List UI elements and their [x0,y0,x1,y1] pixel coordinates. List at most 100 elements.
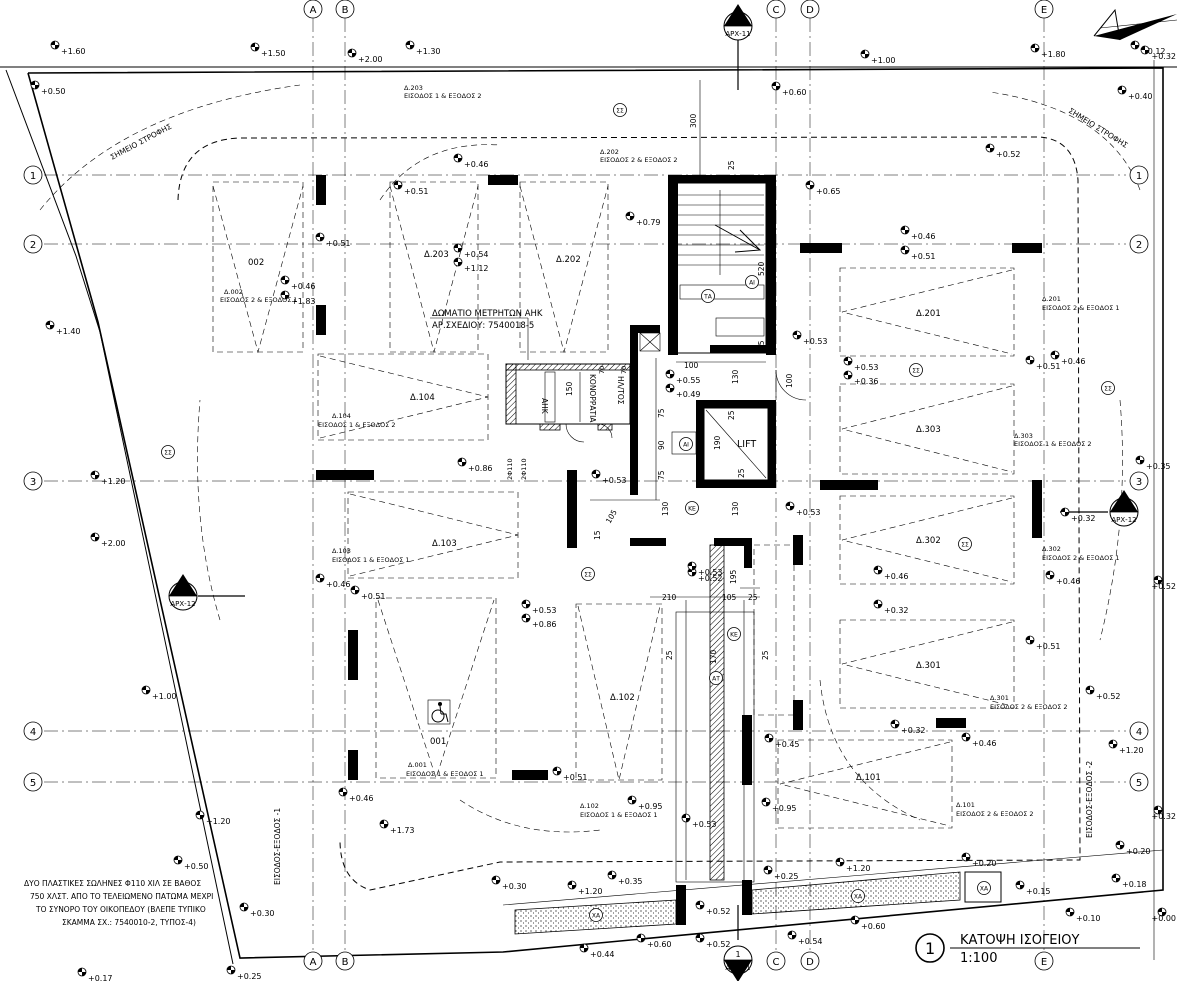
symbol-1: ΣΣ [161,445,175,459]
spot-level-value: +1.40 [56,327,81,336]
spot-level: +1.00 [141,685,177,701]
spot-level: +0.12 [1130,40,1166,56]
spot-level: +1.20 [1108,739,1144,755]
spot-level-value: +0.51 [1036,642,1061,651]
symbol-label: ΣΣ [164,450,172,457]
spot-level: +0.51 [1025,635,1061,651]
spot-level-value: +0.60 [782,88,807,97]
spot-level: +0.53 [843,356,879,372]
grid-bubble-letters_bottom-2: C [766,951,786,971]
spot-level-value: +0.20 [972,859,997,868]
spot-level-value: +0.46 [1056,577,1081,586]
spot-level: +0.46 [1045,570,1081,586]
section-ref: ΑΡΧ-12 [170,600,195,608]
spot-level: +1.83 [280,290,316,306]
svg-text:ΕΙΣΟΔΟΣ 1 & ΕΞΟΔΟΣ 1: ΕΙΣΟΔΟΣ 1 & ΕΞΟΔΟΣ 1 [406,770,484,778]
svg-text:ΕΙΣΟΔΟΣ 1 & ΕΞΟΔΟΣ 2: ΕΙΣΟΔΟΣ 1 & ΕΞΟΔΟΣ 2 [318,421,396,429]
grid-bubble-letters_bottom-1: B [335,951,355,971]
spot-level: +1.50 [250,42,286,58]
space-d103: Δ.103 [432,539,457,549]
spot-level-value: +0.53 [854,363,879,372]
spot-level-value: +1.00 [152,692,177,701]
svg-text:750 ΧΛΣΤ. ΑΠΟ ΤΟ ΤΕΛΕΙΩΜΕΝΟ ΠΑ: 750 ΧΛΣΤ. ΑΠΟ ΤΟ ΤΕΛΕΙΩΜΕΝΟ ΠΑΤΩΜΑ ΜΕΧΡΙ [30,892,213,901]
svg-text:Δ.001: Δ.001 [408,761,427,769]
spot-level: +2.00 [90,532,126,548]
svg-text:ΤΟ ΣΥΝΟΡΟ ΤΟΥ ΟΙΚΟΠΕΔΟΥ (ΒΛΕΠΕ: ΤΟ ΣΥΝΟΡΟ ΤΟΥ ΟΙΚΟΠΕΔΟΥ (ΒΛΕΠΕ ΤΥΠΙΚΟ [35,905,206,914]
grid-letter: A [310,957,317,968]
svg-text:ΕΙΣΟΔΟΣ 2 & ΕΞΟΔΟΣ 1: ΕΙΣΟΔΟΣ 2 & ΕΞΟΔΟΣ 1 [220,296,298,304]
spot-level: +0.51 [552,766,588,782]
spot-level: +0.46 [315,573,351,589]
spot-level-value: +0.51 [1036,362,1061,371]
spot-level: +1.20 [835,857,871,873]
pipe-note: ΔΥΟ ΠΛΑΣΤΙΚΕΣ ΣΩΛΗΝΕΣ Φ110 ΧΙΛ ΣΕ ΒΑΘΟΣ … [24,879,213,927]
grid-letter: B [342,5,349,16]
spot-level: +1.80 [1030,43,1066,59]
spot-level: +0.52 [1085,685,1121,701]
dim-195: 195 [729,569,738,584]
svg-text:Δ.002: Δ.002 [224,288,243,296]
svg-text:ΕΙΣΟΔΟΣ 2 & ΕΞΟΔΟΣ 2: ΕΙΣΟΔΟΣ 2 & ΕΞΟΔΟΣ 2 [600,156,678,164]
spot-level-value: +1.73 [390,826,415,835]
spot-level-value: +0.32 [1151,52,1176,61]
dim-130a: 130 [731,369,740,384]
grid-bubble-row-0-1: 1 [1129,165,1149,185]
spot-level: +0.32 [890,719,926,735]
spot-level: +1.20 [567,880,603,896]
symbol-3: ΣΣ [581,567,595,581]
space-001: 001 [430,737,446,747]
grid-bubble-row-3-1: 4 [1129,721,1149,741]
symbol-label: ΧΑ [592,913,601,920]
spot-level-value: +0.86 [532,620,557,629]
svg-text:Δ.302: Δ.302 [1042,545,1061,553]
parking-bays [212,181,1015,829]
section-ref: ΑΡΧ-11 [725,30,750,38]
spot-level: +0.46 [873,565,909,581]
svg-text:Δ.102: Δ.102 [580,802,599,810]
dim-25e: 25 [748,593,758,602]
spot-level-value: +0.32 [1151,812,1176,821]
dim-100a: 100 [684,361,699,370]
spot-level: +0.51 [900,245,936,261]
svg-text:Δ.103: Δ.103 [332,547,351,555]
symbol-label: ΣΣ [912,368,920,375]
dim-520: 520 [757,261,766,276]
spot-level-value: +0.46 [291,282,316,291]
symbol-0: ΣΣ [613,103,627,117]
spot-level-value: +0.10 [1076,914,1101,923]
spot-level: +0.35 [1135,455,1171,471]
spot-level-value: +0.50 [41,87,66,96]
spot-level: +0.45 [764,733,800,749]
symbol-label: ΧΑ [854,894,863,901]
grid-number: 1 [1136,171,1142,182]
spot-level: +0.53 [792,330,828,346]
spot-level-value: +0.52 [706,940,731,949]
spot-level: +0.79 [625,211,661,227]
spot-level-value: +0.46 [911,232,936,241]
grid-letter: D [806,957,814,968]
spot-level: +0.32 [1140,45,1176,61]
spot-level: +0.52 [695,933,731,949]
staircase [678,190,765,300]
spot-level-value: +0.60 [647,940,672,949]
grid-number: 1 [30,171,36,182]
dim-150: 150 [565,381,574,396]
spot-level-value: +0.51 [326,239,351,248]
svg-text:ΕΙΣΟΔΟΣ 1 & ΕΞΟΔΟΣ 1: ΕΙΣΟΔΟΣ 1 & ΕΞΟΔΟΣ 1 [332,556,410,564]
spot-level-value: +0.18 [1122,880,1147,889]
spot-level: +0.30 [491,875,527,891]
dim-100b: 100 [785,373,794,388]
symbol-label: ΑΙ [683,442,689,449]
spot-level-value: +0.52 [706,907,731,916]
spot-level: +0.53 [681,813,717,829]
meter-room-title: ΔΩΜΑΤΙΟ ΜΕΤΡΗΤΩΝ ΑΗΚ [432,309,543,319]
spot-level-value: +0.15 [1026,887,1051,896]
title-block: 1 ΚΑΤΟΨΗ ΙΣΟΓΕΙΟΥ 1:100 [915,933,1140,966]
spot-level-value: +0.52 [1151,582,1176,591]
dim-25b: 25 [757,340,766,350]
grid-letter: B [342,957,349,968]
